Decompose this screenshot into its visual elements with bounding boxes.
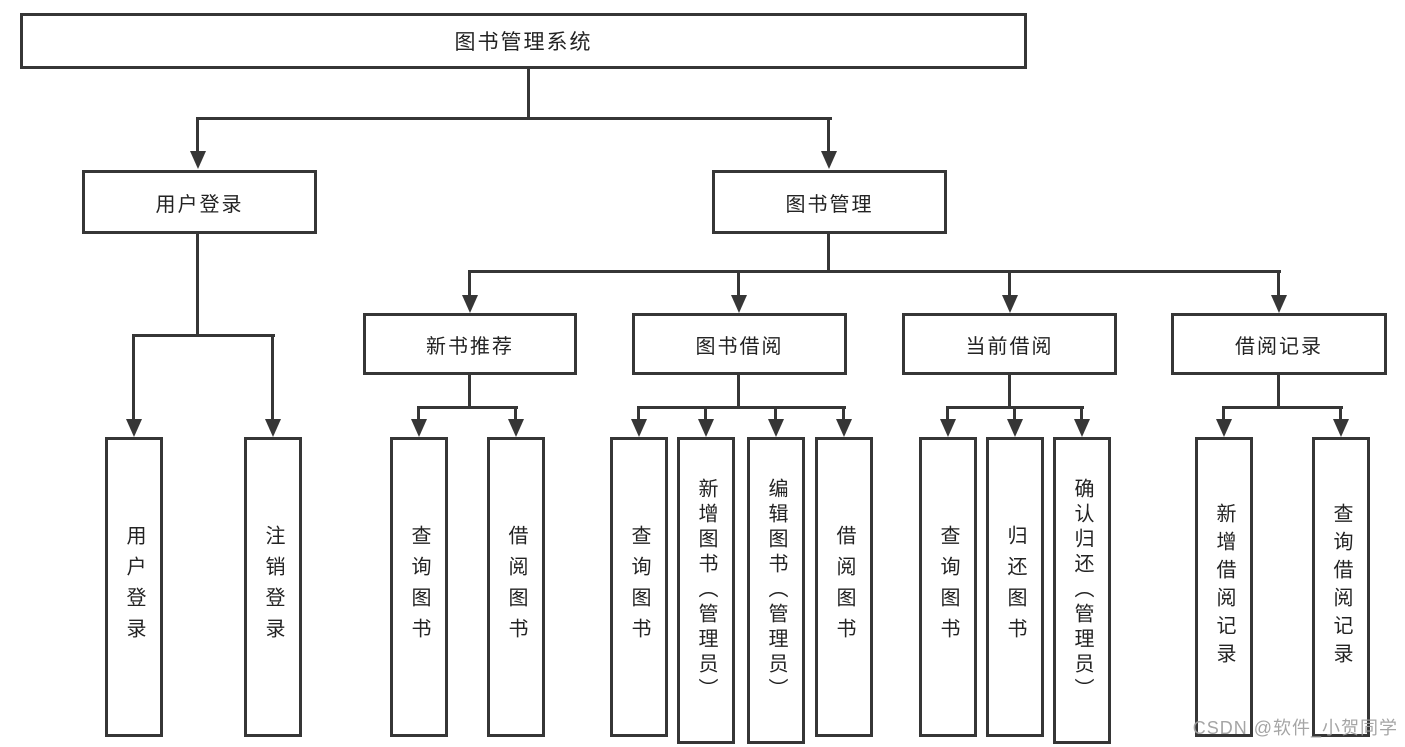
connector-leaf-drop xyxy=(637,406,640,421)
arrowhead-user-login xyxy=(190,151,206,169)
node-label: 借阅图书 xyxy=(505,525,527,649)
node-user-login-leaf: 用户登录 xyxy=(105,437,163,737)
connector-leaf-drop xyxy=(417,406,420,421)
arrowhead-book-mgmt xyxy=(821,151,837,169)
node-borrow-books: 借阅图书 xyxy=(815,437,873,737)
connector-leaf-drop xyxy=(842,406,845,421)
connector-leaf-drop xyxy=(1080,406,1083,421)
node-label: 新增图书（管理员） xyxy=(695,478,717,703)
arrowhead-current xyxy=(1002,295,1018,313)
arrowhead-leaf xyxy=(768,419,784,437)
connector-borrowing-rail xyxy=(638,406,846,409)
arrowhead-leaf xyxy=(940,419,956,437)
node-label: 注销登录 xyxy=(262,525,284,649)
connector-leaf-drop xyxy=(514,406,517,421)
arrowhead-leaf xyxy=(631,419,647,437)
node-confirm-return-admin: 确认归还（管理员） xyxy=(1053,437,1111,744)
node-return-book: 归还图书 xyxy=(986,437,1044,737)
node-book-management: 图书管理 xyxy=(712,170,947,234)
arrowhead-logout-leaf xyxy=(265,419,281,437)
node-user-login: 用户登录 xyxy=(82,170,317,234)
connector-records-stem xyxy=(1277,375,1280,408)
arrowhead-leaf xyxy=(1216,419,1232,437)
connector-borrowing-drop xyxy=(737,270,740,297)
node-new-book-recommend: 新书推荐 xyxy=(363,313,577,375)
node-add-book-admin: 新增图书（管理员） xyxy=(677,437,735,744)
arrowhead-records xyxy=(1271,295,1287,313)
arrowhead-leaf xyxy=(698,419,714,437)
connector-leaf-drop xyxy=(774,406,777,421)
node-label: 当前借阅 xyxy=(965,335,1054,358)
connector-leaf-drop xyxy=(946,406,949,421)
node-book-borrowing: 图书借阅 xyxy=(632,313,847,375)
connector-user-login-rail xyxy=(132,334,275,337)
arrowhead-leaf xyxy=(508,419,524,437)
node-edit-book-admin: 编辑图书（管理员） xyxy=(747,437,805,744)
node-label: 新增借阅记录 xyxy=(1213,503,1235,671)
arrowhead-login-leaf xyxy=(126,419,142,437)
connector-user-login-drop xyxy=(196,117,199,153)
connector-leaf-drop xyxy=(1222,406,1225,421)
node-label: 查询借阅记录 xyxy=(1330,503,1352,671)
connector-logout-leaf-drop xyxy=(271,334,274,421)
csdn-watermark: CSDN @软件_小贺同学 xyxy=(1192,718,1398,738)
connector-book-mgmt-rail xyxy=(469,270,1281,273)
arrowhead-leaf xyxy=(1333,419,1349,437)
node-query-books-recommend: 查询图书 xyxy=(390,437,448,737)
connector-leaf-drop xyxy=(704,406,707,421)
node-label: 确认归还（管理员） xyxy=(1071,478,1093,703)
arrowhead-leaf xyxy=(411,419,427,437)
connector-borrowing-stem xyxy=(737,375,740,408)
connector-current-stem xyxy=(1008,375,1011,408)
connector-new-book-stem xyxy=(468,375,471,408)
arrowhead-leaf xyxy=(1074,419,1090,437)
arrowhead-new-book xyxy=(462,295,478,313)
node-current-borrowing: 当前借阅 xyxy=(902,313,1117,375)
connector-new-book-drop xyxy=(468,270,471,297)
node-borrowing-records: 借阅记录 xyxy=(1171,313,1387,375)
node-add-borrow-record: 新增借阅记录 xyxy=(1195,437,1253,737)
node-query-books-borrowing: 查询图书 xyxy=(610,437,668,737)
connector-user-login-stem xyxy=(196,234,199,336)
node-query-borrow-record: 查询借阅记录 xyxy=(1312,437,1370,737)
node-label: 图书借阅 xyxy=(695,335,784,358)
arrowhead-borrowing xyxy=(731,295,747,313)
node-label: 查询图书 xyxy=(408,525,430,649)
connector-book-mgmt-drop xyxy=(827,117,830,153)
node-label: 图书管理系统 xyxy=(454,31,593,54)
node-label: 新书推荐 xyxy=(426,335,514,358)
connector-login-leaf-drop xyxy=(132,334,135,421)
connector-root-stem xyxy=(527,69,530,119)
node-label: 查询图书 xyxy=(937,525,959,649)
node-borrow-books-recommend: 借阅图书 xyxy=(487,437,545,737)
connector-new-book-rail xyxy=(418,406,518,409)
arrowhead-leaf xyxy=(1007,419,1023,437)
node-label: 用户登录 xyxy=(155,193,244,216)
connector-root-rail xyxy=(196,117,832,120)
node-label: 归还图书 xyxy=(1004,525,1026,649)
node-label: 借阅记录 xyxy=(1235,335,1323,358)
connector-leaf-drop xyxy=(1339,406,1342,421)
node-label: 借阅图书 xyxy=(833,525,855,649)
connector-book-mgmt-stem xyxy=(827,234,830,272)
node-label: 编辑图书（管理员） xyxy=(765,478,787,703)
node-logout: 注销登录 xyxy=(244,437,302,737)
node-library-system: 图书管理系统 xyxy=(20,13,1027,69)
node-label: 查询图书 xyxy=(628,525,650,649)
connector-records-drop xyxy=(1277,270,1280,297)
connector-leaf-drop xyxy=(1013,406,1016,421)
connector-current-drop xyxy=(1008,270,1011,297)
node-label: 用户登录 xyxy=(123,525,145,649)
arrowhead-leaf xyxy=(836,419,852,437)
node-label: 图书管理 xyxy=(785,193,874,216)
connector-records-rail xyxy=(1223,406,1343,409)
node-query-books-current: 查询图书 xyxy=(919,437,977,737)
